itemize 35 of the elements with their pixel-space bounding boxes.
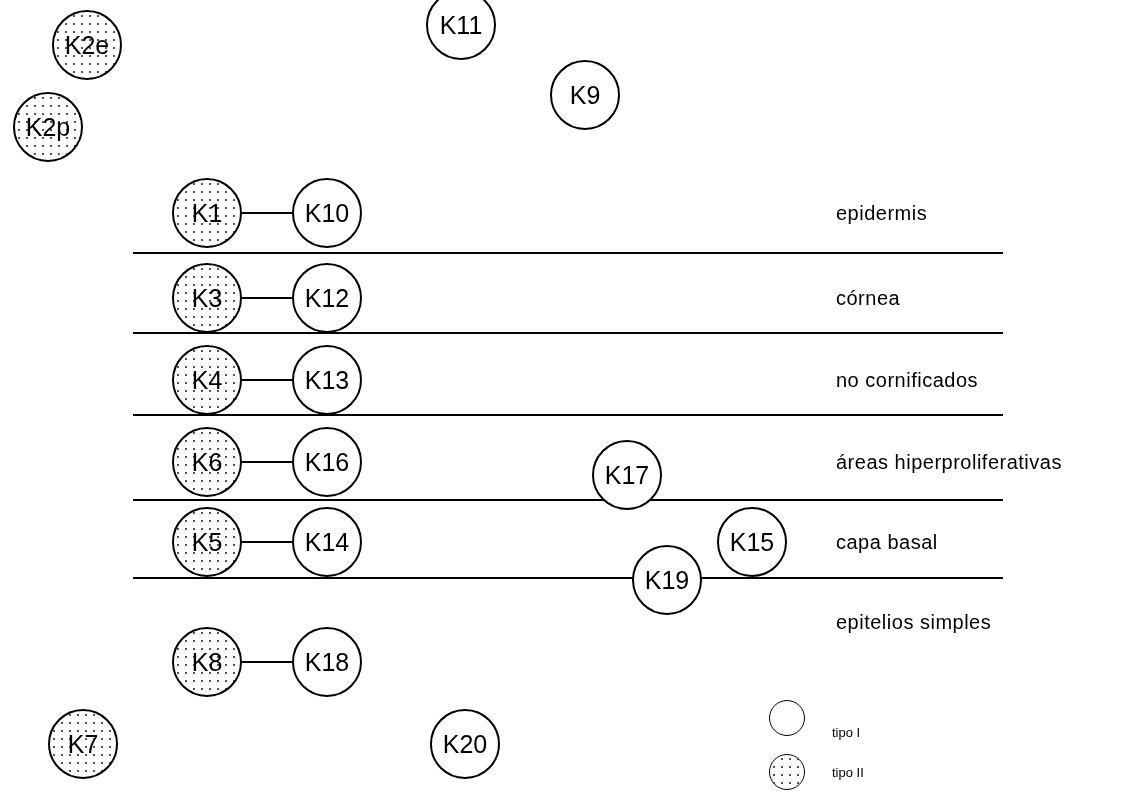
keratin-circle: K15	[717, 507, 787, 577]
keratin-circle: K18	[292, 627, 362, 697]
layer-label: epidermis	[836, 201, 928, 225]
keratin-circle: K4	[172, 345, 242, 415]
layer-label: capa basal	[836, 530, 938, 554]
keratin-circle: K1	[172, 178, 242, 248]
keratin-circle: K20	[430, 709, 500, 779]
layer-label: no cornificados	[836, 368, 979, 392]
keratin-circle: K19	[632, 545, 702, 615]
keratin-circle: K12	[292, 263, 362, 333]
keratin-circle: K3	[172, 263, 242, 333]
keratin-circle: K9	[550, 60, 620, 130]
connector-line	[241, 661, 293, 663]
layer-label: córnea	[836, 286, 901, 310]
keratin-circle: K14	[292, 507, 362, 577]
connector-line	[241, 541, 293, 543]
keratin-circle: K16	[292, 427, 362, 497]
keratin-circle: K13	[292, 345, 362, 415]
connector-line	[241, 461, 293, 463]
legend-label: tipo I	[832, 724, 861, 740]
keratin-circle: K10	[292, 178, 362, 248]
keratin-circle: K5	[172, 507, 242, 577]
keratin-circle: K17	[592, 440, 662, 510]
keratin-circle: K2p	[13, 92, 83, 162]
keratin-circle: K8	[172, 627, 242, 697]
keratin-circle: K6	[172, 427, 242, 497]
keratin-circle: K2e	[52, 10, 122, 80]
keratin-circle: K11	[426, 0, 496, 60]
keratin-circle: K7	[48, 709, 118, 779]
layer-label: epitelios simples	[836, 610, 992, 634]
connector-line	[241, 379, 293, 381]
legend-label: tipo II	[832, 764, 864, 780]
connector-line	[241, 297, 293, 299]
layer-label: áreas hiperproliferativas	[836, 450, 1062, 474]
connector-line	[241, 212, 293, 214]
